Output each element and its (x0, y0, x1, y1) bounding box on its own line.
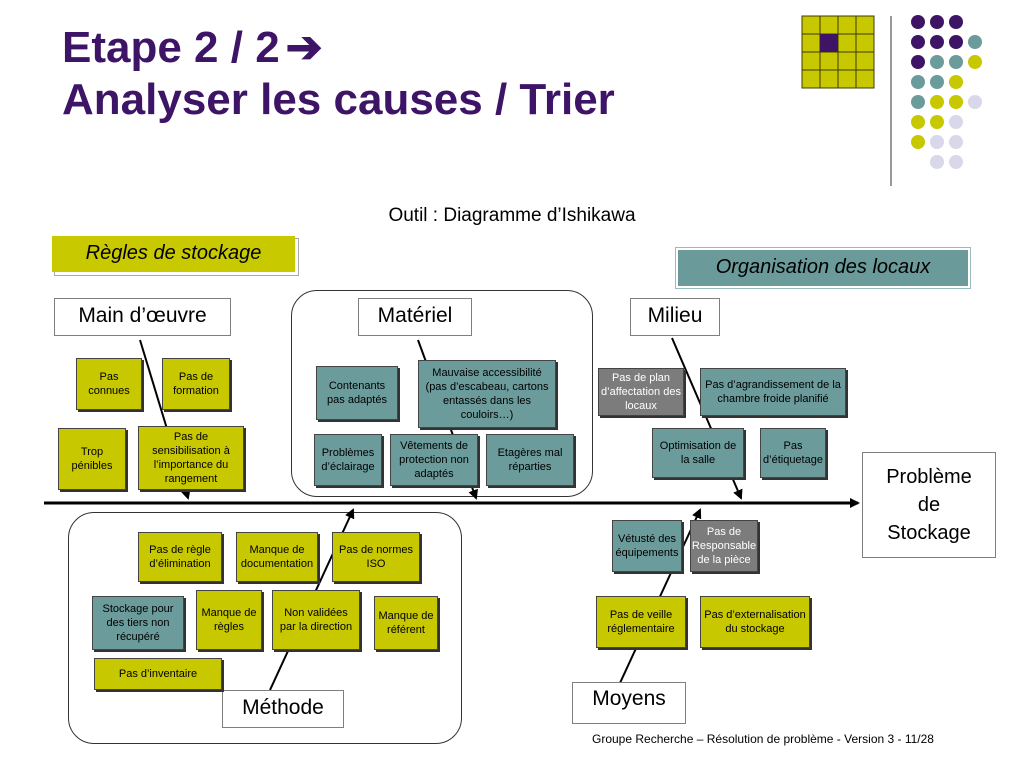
category-methode: Méthode (222, 690, 344, 728)
category-main-oeuvre: Main d’œuvre (54, 298, 231, 336)
grid-icon (801, 15, 875, 89)
footer-text: Groupe Recherche – Résolution de problèm… (592, 732, 934, 746)
page-title: Etape 2 / 2➔ Analyser les causes / Trier (62, 22, 615, 126)
cause-manque-referent: Manque de référent (374, 596, 438, 650)
category-materiel: Matériel (358, 298, 472, 336)
cause-pas-plan: Pas de plan d’affectation des locaux (598, 368, 684, 416)
cause-pas-normes-iso: Pas de normes ISO (332, 532, 420, 582)
zone-tag-regles-stockage: Règles de stockage (52, 236, 295, 272)
decorative-graphic (801, 15, 982, 186)
cause-pas-responsable: Pas de Responsable de la pièce (690, 520, 758, 572)
zone-tag-organisation-locaux: Organisation des locaux (675, 247, 971, 289)
cause-pas-sensibilisation: Pas de sensibilisation à l’importance du… (138, 426, 244, 490)
cause-mauvaise-accessibilite: Mauvaise accessibilité (pas d’escabeau, … (418, 360, 556, 428)
cause-optimisation: Optimisation de la salle (652, 428, 744, 478)
cause-problemes-eclairage: Problèmes d’éclairage (314, 434, 382, 486)
title-line-2: Analyser les causes / Trier (62, 75, 615, 124)
cause-etageres: Etagères mal réparties (486, 434, 574, 486)
problem-line-3: Stockage (887, 522, 971, 544)
arrow-right-icon: ➔ (285, 23, 323, 72)
cause-pas-inventaire: Pas d’inventaire (94, 658, 222, 690)
problem-line-1: Problème (886, 466, 972, 488)
cause-trop-penibles: Trop pénibles (58, 428, 126, 490)
cause-vetements: Vêtements de protection non adaptés (390, 434, 478, 486)
cause-manque-documentation: Manque de documentation (236, 532, 318, 582)
dots-icon (911, 15, 982, 169)
cause-contenants: Contenants pas adaptés (316, 366, 398, 420)
problem-line-2: de (917, 494, 941, 516)
cause-pas-connues: Pas connues (76, 358, 142, 410)
diagram-subtitle: Outil : Diagramme d’Ishikawa (388, 205, 636, 226)
cause-pas-agrandissement: Pas d’agrandissement de la chambre froid… (700, 368, 846, 416)
methode-group-frame (68, 512, 462, 744)
cause-pas-etiquetage: Pas d’étiquetage (760, 428, 826, 478)
materiel-group-frame (291, 290, 593, 497)
cause-vetuste: Vétusté des équipements (612, 520, 682, 572)
cause-non-validees: Non validées par la direction (272, 590, 360, 650)
category-moyens: Moyens (572, 682, 686, 724)
category-milieu: Milieu (630, 298, 720, 336)
cause-pas-externalisation: Pas d’externalisation du stockage (700, 596, 810, 648)
problem-box: Problème de Stockage (862, 452, 996, 558)
cause-pas-veille: Pas de veille réglementaire (596, 596, 686, 648)
cause-pas-regle-elimination: Pas de règle d’élimination (138, 532, 222, 582)
cause-stockage-tiers: Stockage pour des tiers non récupéré (92, 596, 184, 650)
cause-pas-formation: Pas de formation (162, 358, 230, 410)
cause-manque-regles: Manque de règles (196, 590, 262, 650)
title-line-1: Etape 2 / 2 (62, 23, 280, 72)
